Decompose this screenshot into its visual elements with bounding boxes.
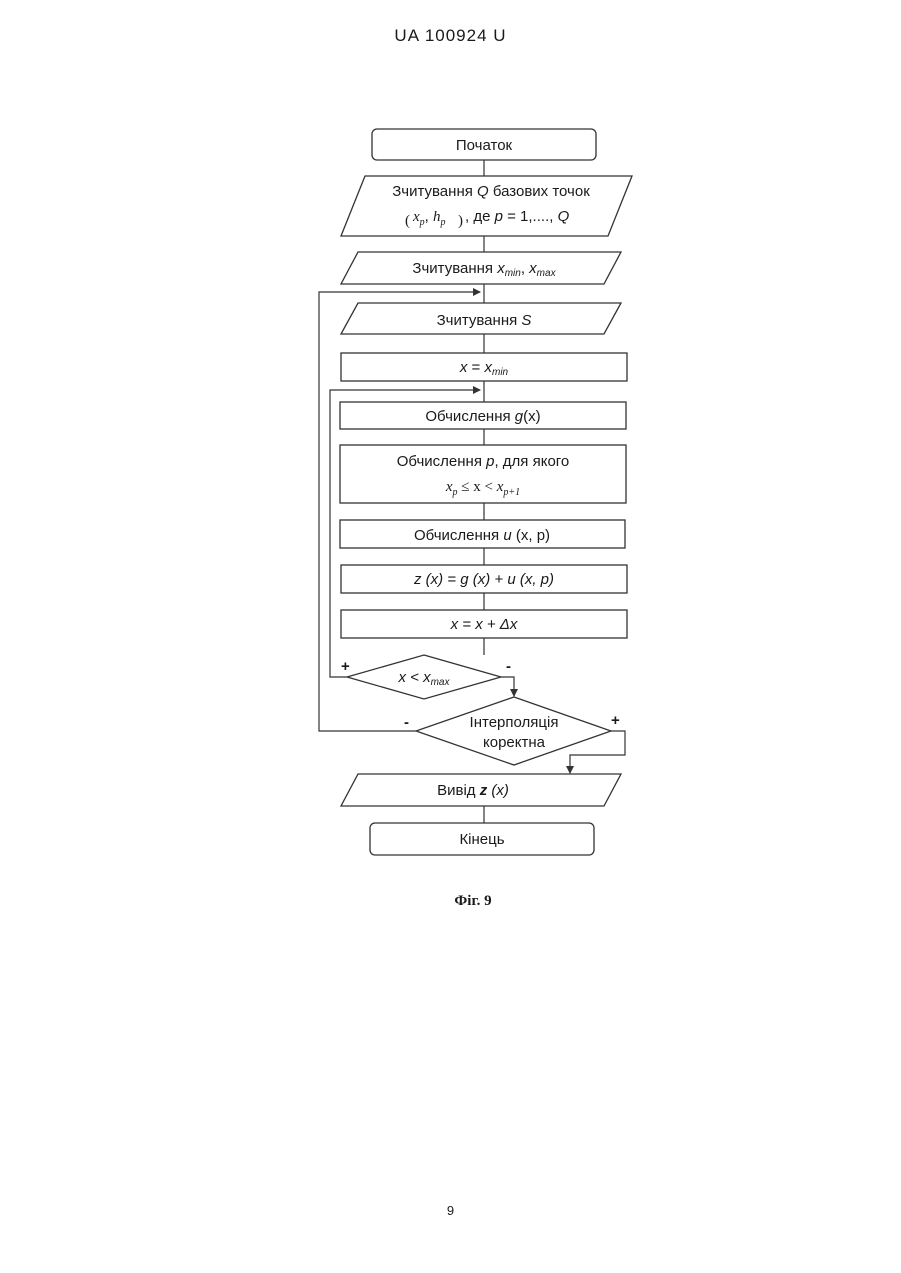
loop-yes-label: + <box>341 658 350 675</box>
end-terminator: Кінець <box>370 823 594 855</box>
figure-caption: Фіг. 9 <box>0 893 901 910</box>
read-s-label: Зчитування S <box>437 312 532 329</box>
start-label: Початок <box>456 137 513 154</box>
output-label: Вивід z (x) <box>437 782 509 799</box>
calc-p-process: Обчислення p, для якого xp ≤ x < xp+1 <box>340 445 626 503</box>
branch-to-validate <box>501 677 514 696</box>
calc-g-process: Обчислення g(x) <box>340 402 626 429</box>
step-label: x = x + Δx <box>450 616 518 633</box>
paren-close: ) <box>458 213 463 229</box>
step-process: x = x + Δx <box>341 610 627 638</box>
read-s-io: Зчитування S <box>341 303 621 334</box>
calc-u-label: Обчислення u (x, p) <box>414 527 550 544</box>
end-label: Кінець <box>459 831 504 848</box>
read-range-label: Зчитування xmin, xmax <box>412 260 556 279</box>
sum-process: z (x) = g (x) + u (x, p) <box>341 565 627 593</box>
loop-no-label: - <box>506 658 511 675</box>
output-io: Вивід z (x) <box>341 774 621 806</box>
validate-yes-label: + <box>611 712 620 729</box>
read-points-line1: Зчитування Q базових точок <box>392 183 590 200</box>
loop-decision: x < xmax + - <box>341 655 511 699</box>
init-x-process: x = xmin <box>341 353 627 381</box>
read-points-line2-rest: , де p = 1,...., Q <box>465 208 570 225</box>
calc-u-process: Обчислення u (x, p) <box>340 520 625 548</box>
page-number: 9 <box>0 1203 901 1218</box>
sum-label: z (x) = g (x) + u (x, p) <box>413 571 554 588</box>
read-points-io: Зчитування Q базових точок ( xp, hp ) , … <box>341 176 632 236</box>
read-range-io: Зчитування xmin, xmax <box>341 252 621 284</box>
calc-p-line1: Обчислення p, для якого <box>397 453 570 470</box>
paren-open: ( <box>405 213 410 229</box>
validate-line2: коректна <box>483 734 546 751</box>
validate-line1: Інтерполяція <box>470 714 559 731</box>
start-terminator: Початок <box>372 129 596 160</box>
flowchart: Початок Зчитування Q базових точок ( xp,… <box>0 0 901 900</box>
calc-g-label: Обчислення g(x) <box>425 408 540 425</box>
validate-no-label: - <box>404 714 409 731</box>
